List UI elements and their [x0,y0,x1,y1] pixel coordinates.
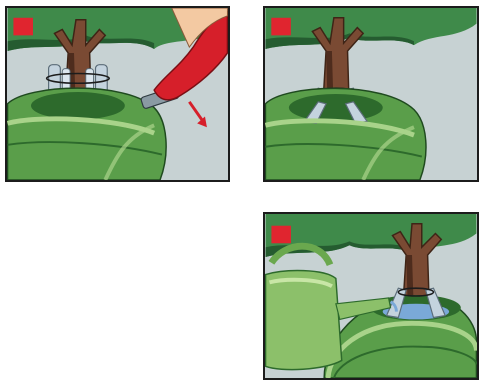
step-1-illustration [7,8,228,180]
step-1-panel [5,6,230,182]
step-2-panel [263,6,479,182]
stand-opening [289,94,383,121]
step-marker [271,226,291,244]
step-marker [271,18,291,36]
step-3-panel [263,212,479,380]
stand-opening [31,92,125,119]
step-2-illustration [265,8,477,180]
step-3-illustration [265,214,477,378]
step-marker [13,18,33,36]
